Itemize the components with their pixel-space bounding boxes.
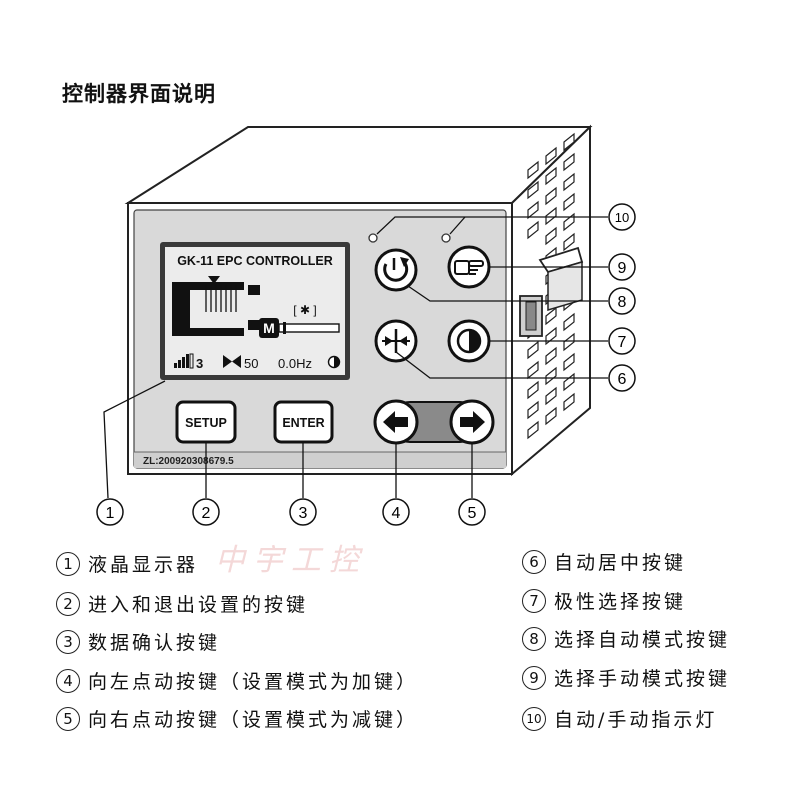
hand-pointer-icon bbox=[454, 260, 484, 275]
callout-1: 1 bbox=[96, 498, 124, 526]
svg-text:3: 3 bbox=[299, 505, 308, 522]
vent-slot bbox=[527, 420, 539, 440]
watermark: 中宇工控 bbox=[215, 543, 367, 578]
setup-button[interactable]: SETUP bbox=[175, 400, 237, 444]
mode-letter: M bbox=[263, 320, 275, 336]
vent-slot bbox=[563, 392, 575, 412]
vent-slot bbox=[545, 406, 557, 426]
vent-slot bbox=[545, 346, 557, 366]
vent-slot bbox=[545, 206, 557, 226]
position-bar bbox=[278, 323, 340, 333]
setup-label: SETUP bbox=[185, 416, 227, 430]
callout-2: 2 bbox=[192, 498, 220, 526]
vent-slot bbox=[545, 366, 557, 386]
mode-badge bbox=[259, 318, 279, 338]
svg-text:4: 4 bbox=[392, 505, 401, 522]
vent-slot bbox=[545, 226, 557, 246]
callout-10: 10 bbox=[608, 203, 636, 231]
svg-text:8: 8 bbox=[618, 294, 627, 311]
vent-slot bbox=[527, 400, 539, 420]
jog-right-button[interactable] bbox=[449, 399, 495, 445]
auto-cycle-icon bbox=[383, 261, 409, 282]
patent-strip bbox=[134, 452, 506, 468]
position-marker bbox=[283, 322, 286, 334]
gain-value: 50 bbox=[244, 356, 258, 371]
svg-text:6: 6 bbox=[618, 371, 627, 388]
vent-slot bbox=[527, 180, 539, 200]
vent-slot bbox=[545, 146, 557, 166]
vent-slot bbox=[527, 340, 539, 360]
callout-6: 6 bbox=[608, 364, 636, 392]
svg-text:2: 2 bbox=[202, 505, 211, 522]
svg-text:1: 1 bbox=[106, 505, 115, 522]
polarity-button[interactable] bbox=[447, 319, 491, 363]
manual-mode-button[interactable] bbox=[447, 245, 491, 289]
lcd-display bbox=[165, 247, 345, 375]
callout-8: 8 bbox=[608, 287, 636, 315]
vent-slot bbox=[563, 332, 575, 352]
callout-4: 4 bbox=[382, 498, 410, 526]
callout-leaders bbox=[103, 216, 608, 499]
vent-slot bbox=[563, 232, 575, 252]
mounting-clip bbox=[519, 246, 584, 337]
jog-left-button[interactable] bbox=[373, 399, 419, 445]
gain-icon bbox=[223, 355, 241, 368]
half-circle-icon bbox=[456, 328, 482, 354]
lcd-header: GK-11 EPC CONTROLLER bbox=[177, 254, 333, 268]
vent-slot bbox=[563, 352, 575, 372]
auto-center-button[interactable] bbox=[374, 319, 418, 363]
housing-top bbox=[124, 126, 593, 204]
vent-slot bbox=[563, 132, 575, 152]
vent-slot bbox=[545, 186, 557, 206]
vent-slot bbox=[527, 200, 539, 220]
manual-indicator-led bbox=[441, 233, 451, 243]
callout-7: 7 bbox=[608, 327, 636, 355]
svg-text:5: 5 bbox=[468, 505, 477, 522]
signal-value: 3 bbox=[196, 356, 203, 371]
polarity-icon bbox=[327, 355, 341, 369]
auto-indicator-led bbox=[368, 233, 378, 243]
arrow-left-icon bbox=[383, 411, 408, 433]
vent-slot bbox=[527, 220, 539, 240]
center-arrows-icon bbox=[382, 329, 410, 353]
vent-slot bbox=[563, 152, 575, 172]
auto-mode-button[interactable] bbox=[374, 248, 418, 292]
vent-slot bbox=[563, 312, 575, 332]
vent-slot bbox=[527, 380, 539, 400]
patent-number: ZL:200920308679.5 bbox=[143, 456, 234, 467]
callout-3: 3 bbox=[289, 498, 317, 526]
svg-text:10: 10 bbox=[615, 210, 629, 225]
frequency-value: 0.0Hz bbox=[278, 356, 312, 371]
svg-text:9: 9 bbox=[618, 260, 627, 277]
vent-slot bbox=[545, 306, 557, 326]
vent-slot bbox=[563, 172, 575, 192]
vent-slot bbox=[545, 386, 557, 406]
arrow-right-icon bbox=[460, 411, 485, 433]
side-vents bbox=[527, 132, 575, 440]
page-title: 控制器界面说明 bbox=[62, 82, 216, 106]
svg-text:7: 7 bbox=[618, 334, 627, 351]
vent-slot bbox=[527, 360, 539, 380]
callout-5: 5 bbox=[458, 498, 486, 526]
enter-button[interactable]: ENTER bbox=[273, 400, 334, 444]
signal-icon bbox=[174, 353, 194, 369]
vent-slot bbox=[545, 166, 557, 186]
vent-slot bbox=[527, 160, 539, 180]
lcd-bracket-indicator: [ ✱ ] bbox=[293, 303, 316, 317]
enter-label: ENTER bbox=[282, 416, 324, 430]
vent-slot bbox=[563, 192, 575, 212]
callout-9: 9 bbox=[608, 253, 636, 281]
web-position-icon bbox=[172, 276, 260, 336]
